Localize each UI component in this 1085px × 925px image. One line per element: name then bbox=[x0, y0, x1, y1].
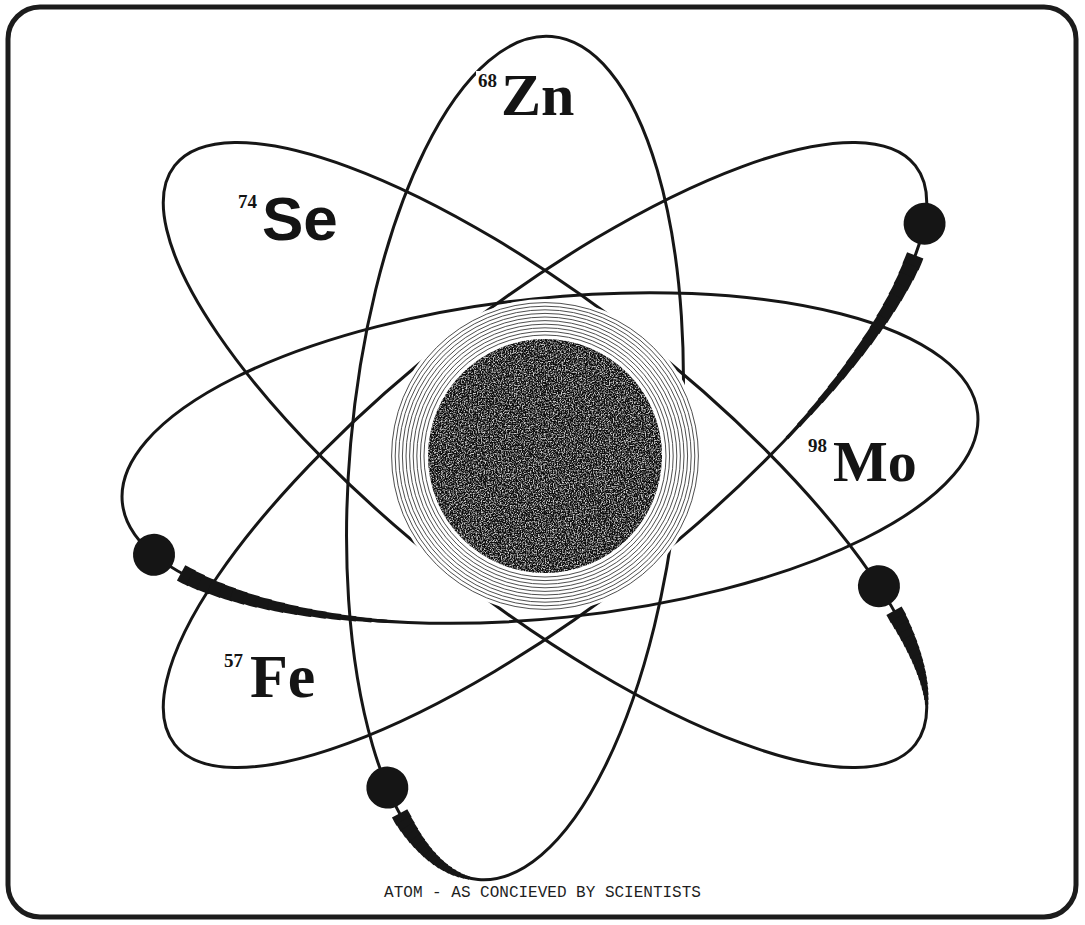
orbit-layer bbox=[82, 22, 1007, 894]
electron-group bbox=[722, 194, 993, 438]
electron bbox=[131, 532, 177, 578]
nucleus bbox=[428, 339, 662, 573]
electron bbox=[365, 765, 411, 811]
electron-trail bbox=[368, 618, 387, 623]
electron-orbit bbox=[106, 254, 995, 662]
electron-orbit bbox=[82, 47, 1007, 862]
electron-group bbox=[359, 765, 478, 878]
element-symbol: Mo bbox=[831, 433, 919, 491]
nucleus-ring bbox=[395, 306, 695, 606]
isotope-mass-number: 68 bbox=[476, 71, 499, 90]
nucleus-ring bbox=[410, 321, 681, 592]
nucleus-ring bbox=[413, 324, 677, 588]
nucleus-ring bbox=[424, 335, 666, 577]
electron bbox=[849, 557, 908, 616]
nucleus-ring bbox=[399, 310, 691, 602]
element-symbol: Zn bbox=[499, 65, 576, 125]
nucleus-ring bbox=[406, 317, 684, 595]
electron-trail bbox=[785, 423, 803, 438]
element-symbol: Fe bbox=[248, 645, 317, 707]
electron-orbit bbox=[314, 22, 716, 894]
electron-layer bbox=[131, 194, 993, 878]
electron-trail bbox=[463, 876, 469, 878]
electron-trail bbox=[924, 699, 930, 705]
nucleus-ring bbox=[417, 328, 673, 584]
electron-orbit bbox=[82, 47, 1007, 862]
element-symbol: Se bbox=[260, 188, 340, 250]
isotope-mass-number: 74 bbox=[236, 192, 259, 211]
electron-group bbox=[823, 557, 979, 705]
nucleus-halo bbox=[388, 299, 702, 613]
electron-group bbox=[131, 510, 387, 647]
nucleus-ring bbox=[392, 303, 699, 610]
isotope-mass-number: 57 bbox=[222, 651, 245, 670]
isotope-mass-number: 98 bbox=[806, 436, 829, 455]
caption-text: ATOM - AS CONCIEVED BY SCIENTISTS bbox=[382, 885, 703, 901]
nucleus-ring bbox=[420, 331, 669, 580]
nucleus-layer bbox=[388, 299, 702, 613]
frame-border bbox=[8, 7, 1076, 917]
electron bbox=[895, 194, 954, 253]
nucleus-base bbox=[428, 339, 662, 573]
nucleus-ring bbox=[402, 313, 687, 598]
